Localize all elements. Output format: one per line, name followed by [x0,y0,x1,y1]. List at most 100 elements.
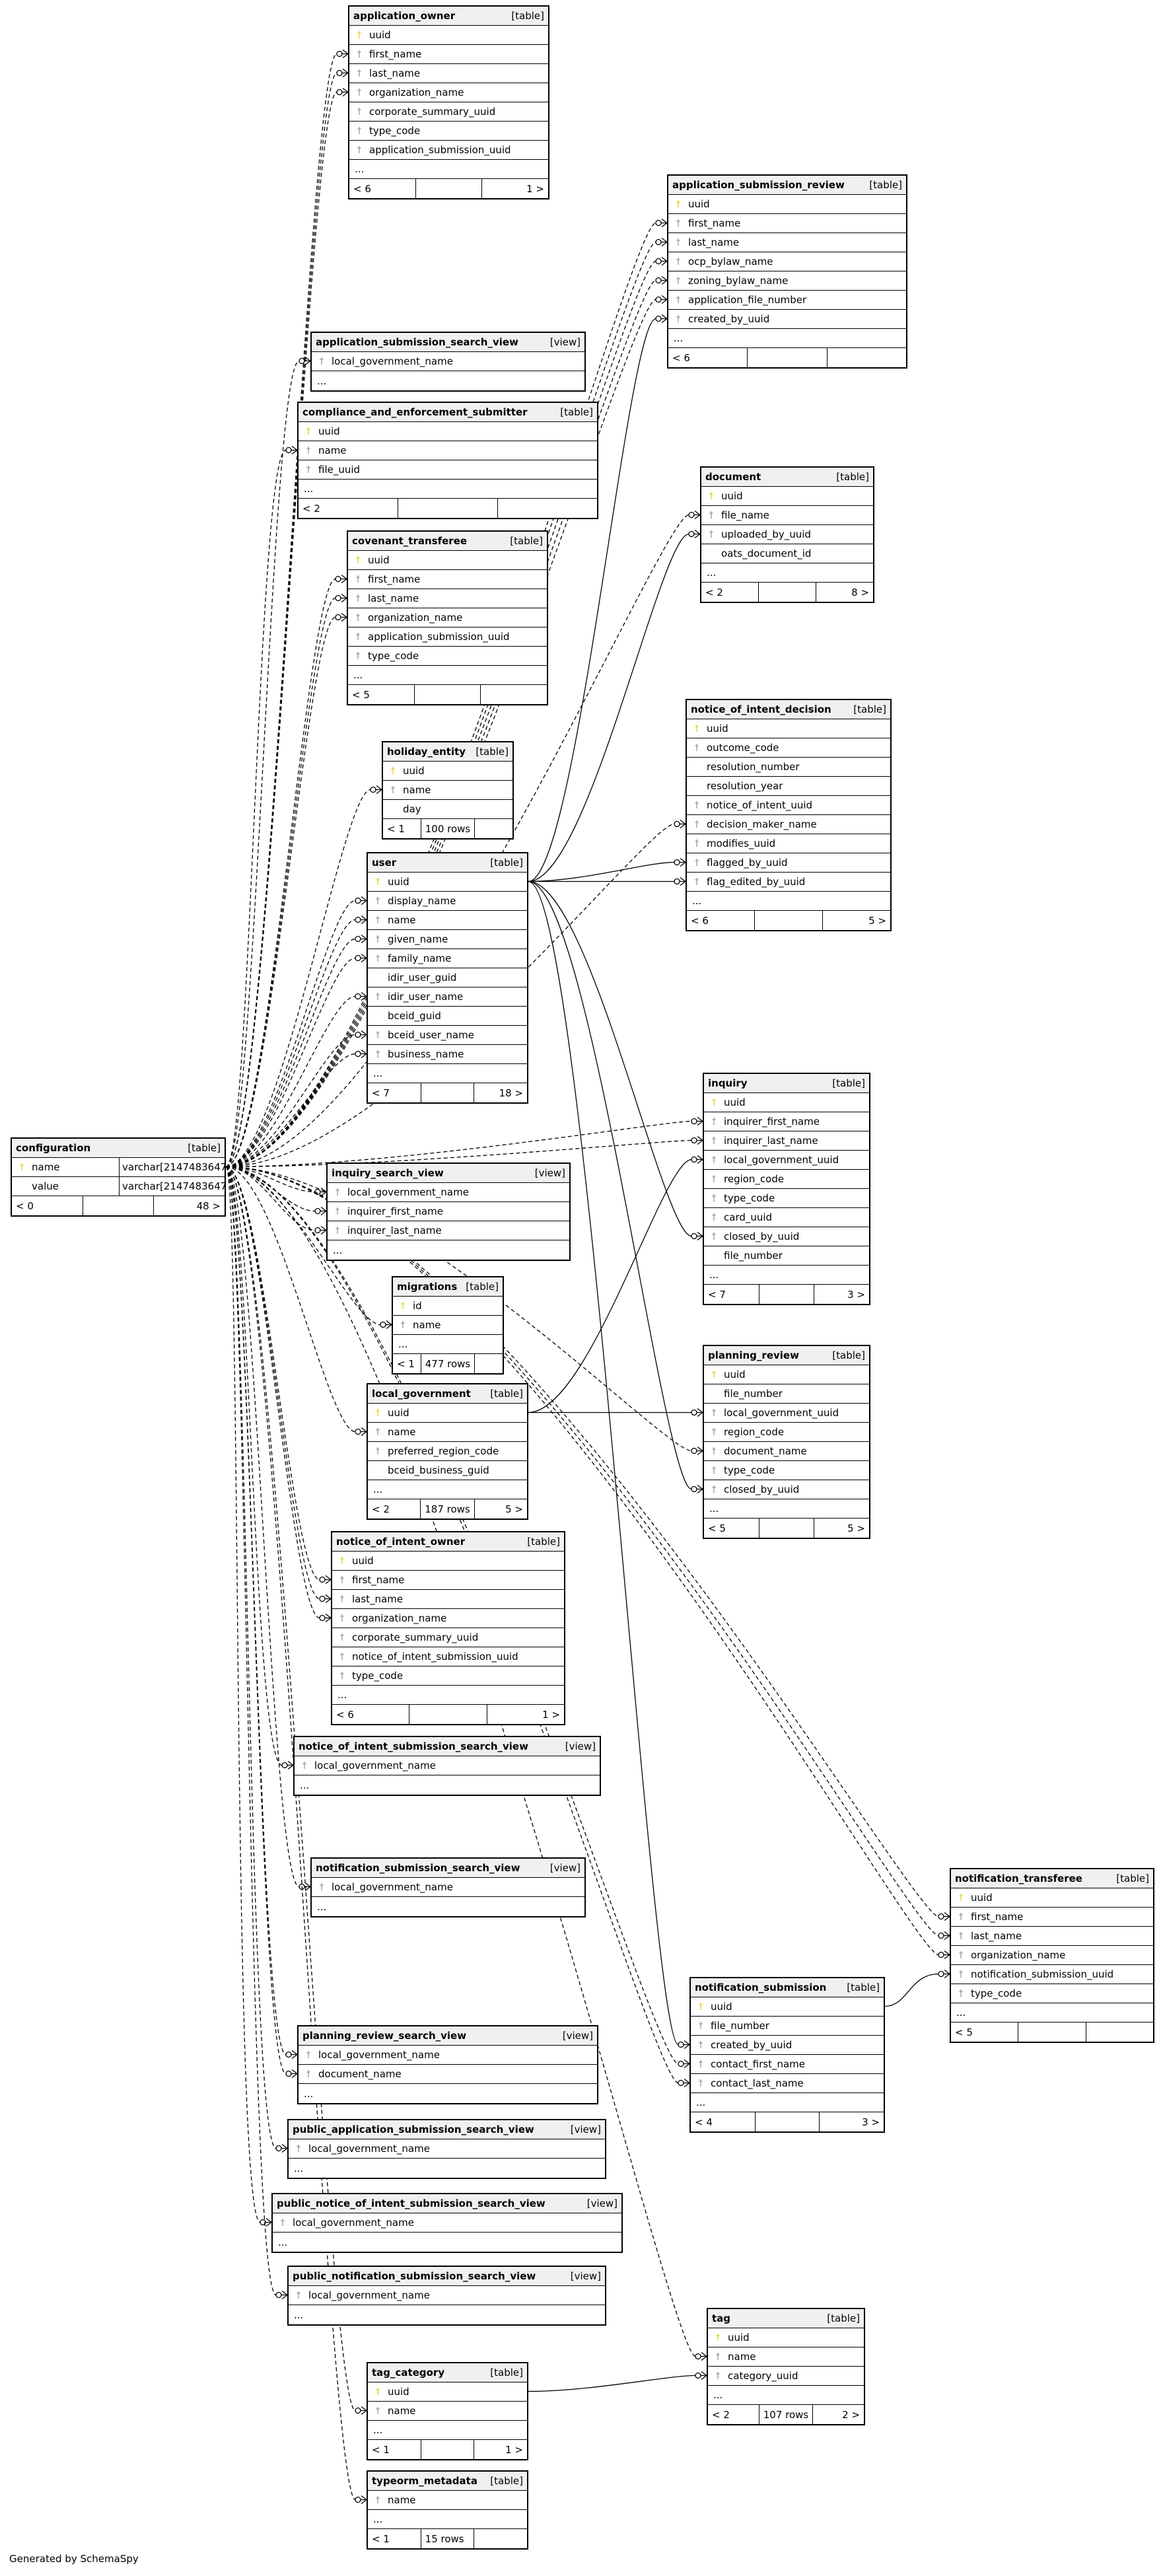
row-count [759,1285,815,1304]
table-header: public_notification_submission_search_vi… [289,2267,605,2286]
foreign-key-icon: † [711,1174,717,1184]
table-name: inquiry_search_view [332,1167,444,1179]
foreign-key-icon: † [306,445,311,456]
parents-count: < 1 [383,819,421,838]
children-count [828,348,906,367]
foreign-key-icon: † [375,896,380,906]
column-row: †created_by_uuid [691,2036,884,2055]
column-row: †business_name [368,1045,527,1064]
generated-by-caption: Generated by SchemaSpy [9,2553,139,2565]
implied-relationship-edge [225,1166,283,1766]
column-row: †corporate_summary_uuid [332,1628,564,1647]
column-name: name [728,2351,756,2363]
foreign-key-icon: † [676,237,681,248]
column-row: †closed_by_uuid [704,1227,869,1246]
implied-relationship-edge [225,360,300,1168]
implied-relationship-edge [225,616,336,1168]
column-name: region_code [724,1173,785,1185]
column-name: inquirer_last_name [724,1135,818,1147]
foreign-key-icon: † [711,1427,717,1437]
column-name: flagged_by_uuid [707,857,788,869]
children-count: 2 > [842,2408,860,2421]
column-name: type_code [724,1192,775,1204]
foreign-key-icon: † [711,1212,717,1223]
more-columns-ellipsis: ... [368,1064,527,1083]
zero-or-many-marker [299,1882,311,1892]
foreign-key-icon: † [302,1760,307,1771]
children-count: 1 > [505,2443,524,2456]
table-kind: [table] [527,1536,560,1548]
column-name: zoning_bylaw_name [688,275,789,287]
foreign-key-icon: † [357,125,362,136]
parents-count: < 2 [708,2405,759,2424]
column-row: †last_name [951,1927,1153,1946]
zero-or-many-marker [655,237,668,247]
foreign-key-icon: † [958,1912,964,1922]
more-columns-ellipsis: ... [708,2386,864,2405]
zero-or-many-marker [275,2143,288,2153]
column-row: †name [299,441,597,460]
table-name: planning_review [708,1349,799,1361]
foreign-key-icon: † [676,275,681,286]
zero-or-many-marker [938,1969,950,1979]
foreign-key-icon: † [711,1135,717,1146]
column-row: bceid_guid [368,1007,527,1026]
zero-or-many-marker [380,1320,392,1330]
zero-or-many-marker [355,1030,367,1040]
column-name: first_name [368,573,421,585]
foreign-key-icon: † [335,1187,340,1198]
column-name: organization_name [369,87,464,98]
zero-or-many-marker [260,2217,272,2227]
foreign-key-icon: † [375,915,380,925]
primary-key-icon: † [390,766,396,776]
column-row: †local_government_name [328,1183,569,1202]
column-name: organization_name [352,1612,447,1624]
foreign-key-icon: † [709,510,714,520]
zero-or-many-marker [370,785,382,795]
column-name: uuid [721,490,743,502]
parents-count: < 7 [704,1285,759,1304]
column-row: †notice_of_intent_uuid [687,796,890,815]
foreign-key-icon: † [280,2217,285,2228]
column-row: †uuid [349,26,548,45]
table-public-notice-of-intent-submission-search-view: public_notice_of_intent_submission_searc… [271,2193,623,2253]
more-columns-ellipsis: ... [317,1900,327,1913]
table-local-government: local_government[table]†uuid†name†prefer… [367,1383,528,1520]
table-kind: [table] [1116,1873,1149,1884]
row-count: 100 rows [421,819,476,838]
column-row: †local_government_name [299,2046,597,2065]
zero-or-many-marker [938,1931,950,1941]
foreign-key-icon: † [694,742,699,753]
table-name: notification_transferee [955,1873,1082,1884]
primary-key-icon: † [306,426,311,437]
table-notice-of-intent-submission-search-view: notice_of_intent_submission_search_view[… [293,1736,601,1796]
column-row: †last_name [668,233,906,252]
table-kind: [table] [847,1982,880,1993]
parents-count: < 1 [368,2440,421,2459]
implied-relationship-edge [225,1166,277,2149]
table-kind: [view] [534,1167,565,1179]
table-header: inquiry_search_view [view] [328,1164,569,1183]
children-count: 48 > [196,1199,221,1212]
table-kind: [table] [466,1281,499,1293]
implied-relationship-edge [225,299,656,1168]
column-name: first_name [971,1911,1024,1923]
column-row: †type_code [332,1666,564,1686]
foreign-key-icon: † [375,991,380,1002]
implied-relationship-edge [225,919,356,1168]
table-inquiry-search-view: inquiry_search_view [view] †local_governme… [326,1163,571,1261]
column-name: closed_by_uuid [724,1484,800,1495]
foreign-key-icon: † [958,1931,964,1941]
column-name: decision_maker_name [707,818,817,830]
primary-key-icon: † [958,1892,964,1903]
primary-key-icon: † [715,2332,721,2343]
column-row: file_number [704,1246,869,1266]
foreign-key-icon: † [306,2050,311,2060]
table-header: public_notice_of_intent_submission_searc… [273,2194,621,2213]
column-row: †outcome_code [687,738,890,758]
foreign-key-icon: † [296,2290,301,2301]
foreign-key-icon: † [355,612,361,623]
column-row: †type_code [349,122,548,141]
